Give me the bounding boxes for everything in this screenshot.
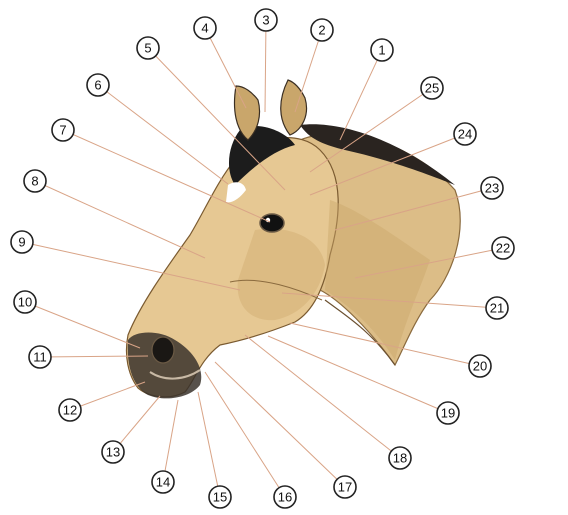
- label-10-text: 10: [18, 295, 32, 310]
- label-17: 17: [334, 476, 356, 498]
- label-22-text: 22: [496, 241, 510, 256]
- label-25-text: 25: [425, 81, 439, 96]
- leader-12: [70, 382, 145, 410]
- leader-3: [265, 20, 266, 112]
- label-2: 2: [311, 19, 333, 41]
- label-18-text: 18: [393, 451, 407, 466]
- leader-6: [98, 85, 228, 184]
- label-24: 24: [454, 123, 476, 145]
- label-9: 9: [11, 231, 33, 253]
- leader-15: [198, 392, 220, 497]
- label-24-text: 24: [458, 127, 472, 142]
- label-19: 19: [437, 402, 459, 424]
- label-11: 11: [29, 346, 51, 368]
- nostril: [152, 337, 174, 363]
- label-3: 3: [255, 9, 277, 31]
- leader-2: [295, 30, 322, 112]
- label-12: 12: [59, 399, 81, 421]
- label-13-text: 13: [106, 445, 120, 460]
- leader-10: [25, 302, 140, 348]
- leader-5: [148, 48, 285, 190]
- label-4: 4: [194, 17, 216, 39]
- label-11-text: 11: [33, 350, 47, 365]
- label-5: 5: [137, 37, 159, 59]
- label-23-text: 23: [485, 181, 499, 196]
- label-15-text: 15: [213, 490, 227, 505]
- label-16-text: 16: [278, 490, 292, 505]
- label-10: 10: [14, 291, 36, 313]
- eye: [260, 214, 284, 232]
- label-15: 15: [209, 486, 231, 508]
- label-3-text: 3: [262, 13, 269, 28]
- label-8-text: 8: [31, 174, 38, 189]
- label-6: 6: [87, 74, 109, 96]
- label-1-text: 1: [378, 43, 385, 58]
- label-20-text: 20: [473, 359, 487, 374]
- label-12-text: 12: [63, 403, 77, 418]
- label-7: 7: [52, 119, 74, 141]
- label-2-text: 2: [318, 23, 325, 38]
- label-21-text: 21: [490, 301, 504, 316]
- label-25: 25: [421, 77, 443, 99]
- leader-4: [205, 28, 246, 108]
- label-17-text: 17: [338, 480, 352, 495]
- label-16: 16: [274, 486, 296, 508]
- leader-14: [163, 400, 178, 482]
- label-4-text: 4: [201, 21, 208, 36]
- leader-17: [215, 362, 345, 487]
- label-19-text: 19: [441, 406, 455, 421]
- label-8: 8: [24, 170, 46, 192]
- label-9-text: 9: [18, 235, 25, 250]
- label-13: 13: [102, 441, 124, 463]
- label-20: 20: [469, 355, 491, 377]
- label-21: 21: [486, 297, 508, 319]
- label-5-text: 5: [144, 41, 151, 56]
- label-18: 18: [389, 447, 411, 469]
- label-22: 22: [492, 237, 514, 259]
- label-1: 1: [371, 39, 393, 61]
- label-14: 14: [152, 471, 174, 493]
- leader-18: [245, 335, 400, 458]
- label-6-text: 6: [94, 78, 101, 93]
- label-23: 23: [481, 177, 503, 199]
- label-14-text: 14: [156, 475, 170, 490]
- label-7-text: 7: [59, 123, 66, 138]
- leader-8: [35, 181, 205, 258]
